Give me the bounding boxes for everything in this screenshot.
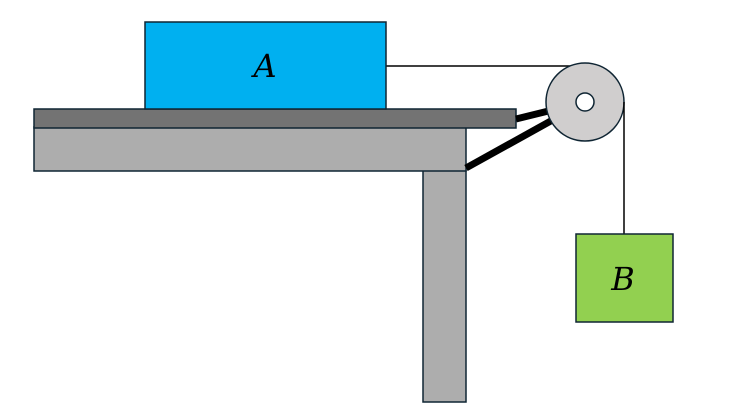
table-top [33,108,517,129]
block-b-label: B [610,260,635,298]
table-apron [33,126,467,172]
block-b [575,233,674,323]
pulley-axle [575,92,595,112]
block-a-label: A [250,47,276,85]
table-leg [422,169,467,403]
block-a [144,21,387,110]
